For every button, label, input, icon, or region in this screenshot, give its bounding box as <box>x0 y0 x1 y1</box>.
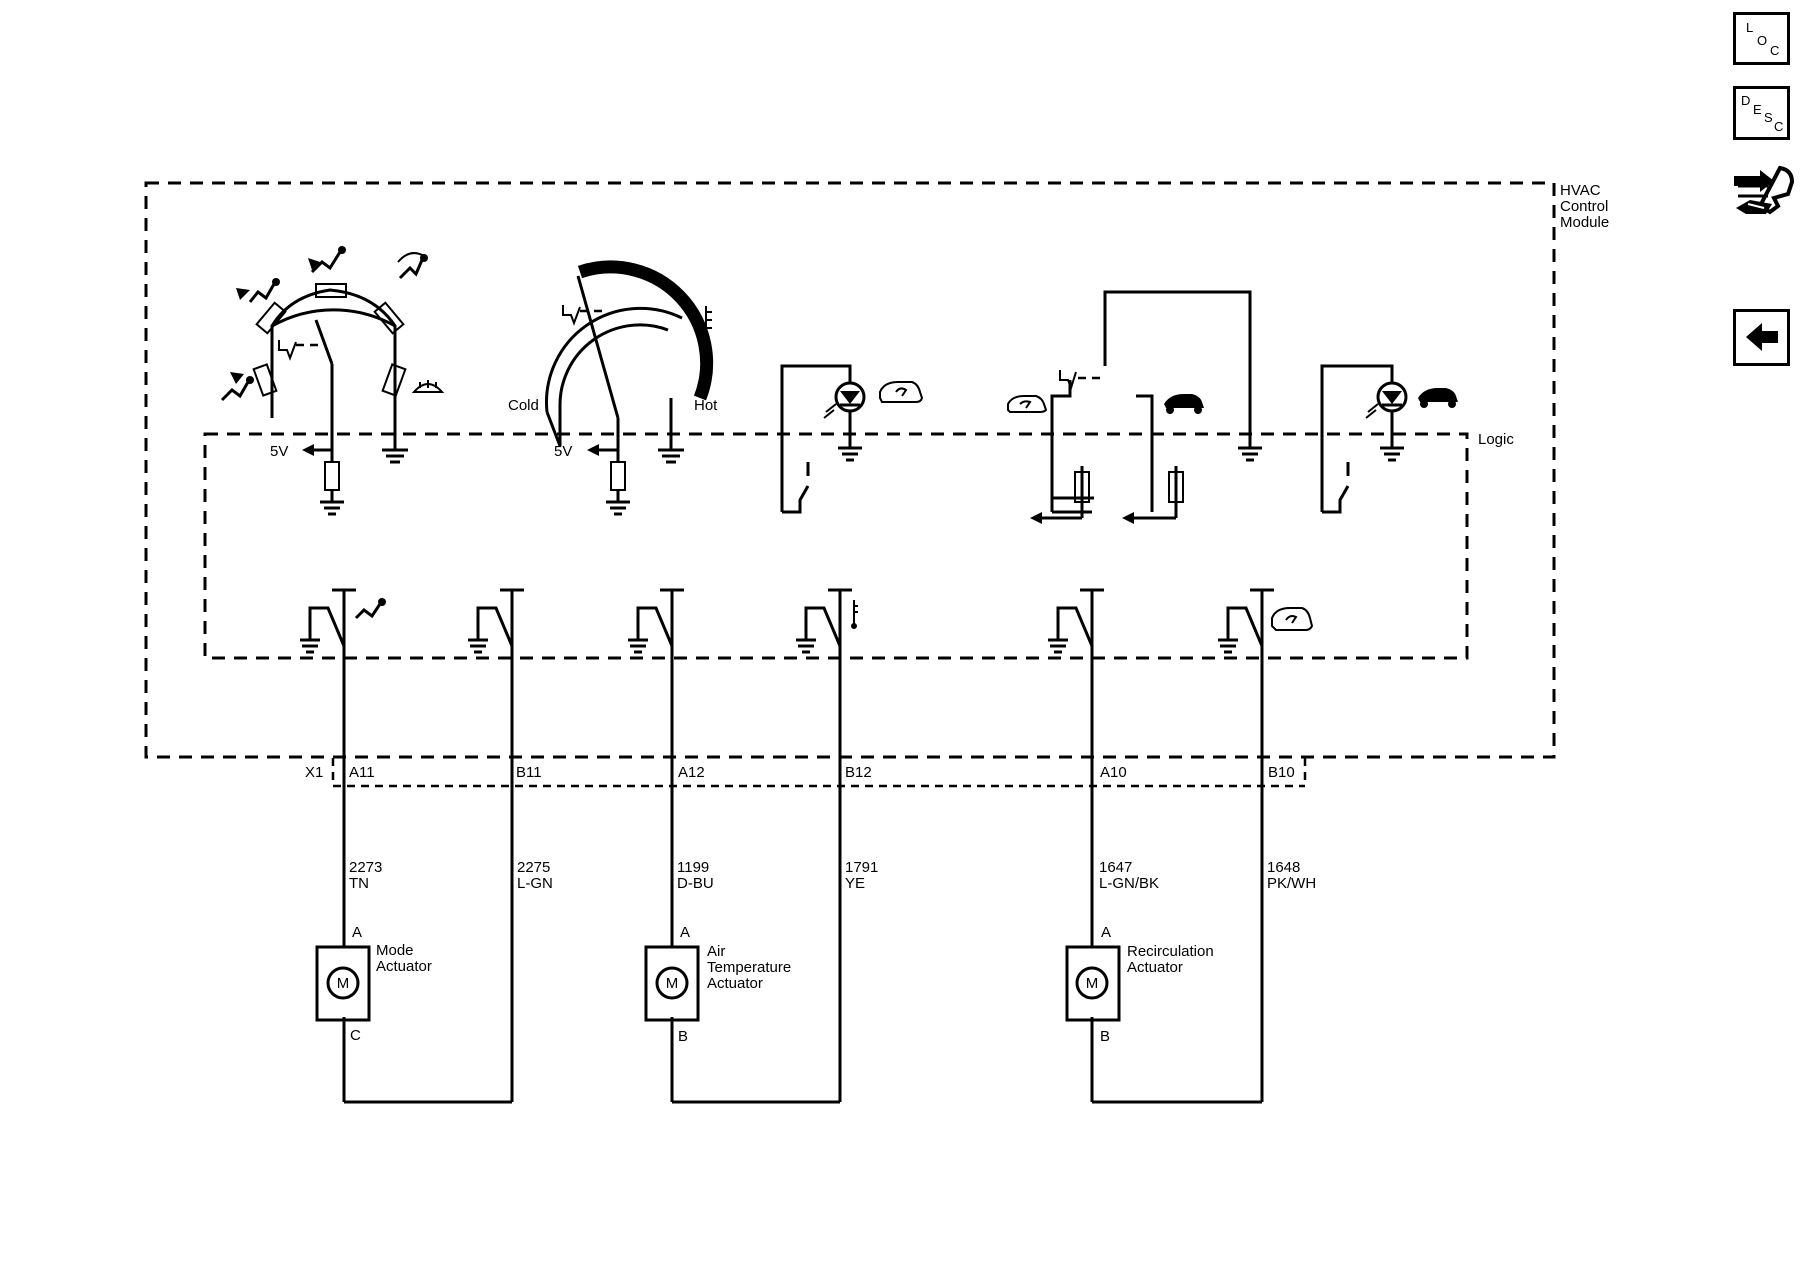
recirc-switch-group <box>1007 290 1262 524</box>
recirc-indicator-1 <box>780 364 924 514</box>
hvac-module-label: HVAC Control Module <box>1560 182 1609 231</box>
logic-label: Logic <box>1478 431 1514 448</box>
desc-button[interactable]: D E S C <box>1733 86 1790 140</box>
hot-label: Hot <box>694 397 718 414</box>
location-icon: L <box>1746 20 1754 35</box>
circuit-number: 1647 <box>1099 859 1132 876</box>
temperature-control-dial: Cold Hot 5V <box>508 260 718 516</box>
svg-text:Air: Air <box>707 943 725 960</box>
svg-text:Module: Module <box>1560 214 1609 231</box>
svg-text:Actuator: Actuator <box>376 958 432 975</box>
circuit-number: 1199 <box>677 859 709 876</box>
svg-text:HVAC: HVAC <box>1560 182 1601 199</box>
svg-text:A: A <box>352 924 362 941</box>
svg-text:Mode: Mode <box>376 942 414 959</box>
wire-color: YE <box>845 875 865 892</box>
mode-actuator: M A C Mode Actuator <box>315 924 432 1044</box>
pin-label: A12 <box>678 764 705 781</box>
circuit-number: 1791 <box>845 859 878 876</box>
logic-boundary <box>203 432 1469 660</box>
loc-button[interactable]: L O C <box>1733 12 1790 65</box>
connector-arrows-icon[interactable] <box>1734 165 1795 215</box>
recirculation-actuator: M A B Recirculation Actuator <box>1065 924 1214 1045</box>
connector-x1: X1 A11 B11 A12 B12 A10 B10 <box>305 758 1307 788</box>
svg-text:Actuator: Actuator <box>707 975 763 992</box>
cold-label: Cold <box>508 397 539 414</box>
back-arrow-icon <box>1746 323 1778 351</box>
svg-text:M: M <box>337 975 350 992</box>
mode-voltage-label: 5V <box>270 443 288 460</box>
pin-label: B10 <box>1268 764 1295 781</box>
svg-text:B: B <box>678 1028 688 1045</box>
vent-mode-icons <box>220 246 445 402</box>
output-drivers <box>300 588 1314 654</box>
wires <box>342 646 1264 1104</box>
svg-text:A: A <box>1101 924 1111 941</box>
pin-label: B11 <box>516 764 542 781</box>
mode-selector-switch: 5V <box>252 283 408 516</box>
pin-label: A10 <box>1100 764 1127 781</box>
svg-text:Recirculation: Recirculation <box>1127 943 1214 960</box>
svg-text:Temperature: Temperature <box>707 959 791 976</box>
svg-text:B: B <box>1100 1028 1110 1045</box>
svg-text:C: C <box>350 1027 361 1044</box>
outside-air-indicator <box>1320 364 1458 514</box>
temp-voltage-label: 5V <box>554 443 572 460</box>
svg-text:X1: X1 <box>305 764 323 781</box>
circuit-labels: 2273 TN 2275 L-GN 1199 D-BU 1791 YE 1647… <box>349 859 1316 892</box>
pin-label: A11 <box>349 764 375 781</box>
wire-color: L-GN/BK <box>1099 875 1159 892</box>
wire-color: L-GN <box>517 875 553 892</box>
svg-text:A: A <box>680 924 690 941</box>
description-icon: D <box>1741 93 1751 108</box>
circuit-number: 2275 <box>517 859 550 876</box>
svg-text:Actuator: Actuator <box>1127 959 1183 976</box>
wire-color: PK/WH <box>1267 875 1316 892</box>
svg-text:M: M <box>666 975 679 992</box>
wire-color: D-BU <box>677 875 714 892</box>
air-temperature-actuator: M A B Air Temperature Actuator <box>644 924 791 1045</box>
back-button[interactable] <box>1733 309 1790 366</box>
pin-label: B12 <box>845 764 872 781</box>
svg-text:Control: Control <box>1560 198 1608 215</box>
circuit-number: 2273 <box>349 859 382 876</box>
svg-text:M: M <box>1086 975 1099 992</box>
circuit-number: 1648 <box>1267 859 1300 876</box>
hvac-module-boundary <box>144 181 1556 759</box>
wire-color: TN <box>349 875 369 892</box>
